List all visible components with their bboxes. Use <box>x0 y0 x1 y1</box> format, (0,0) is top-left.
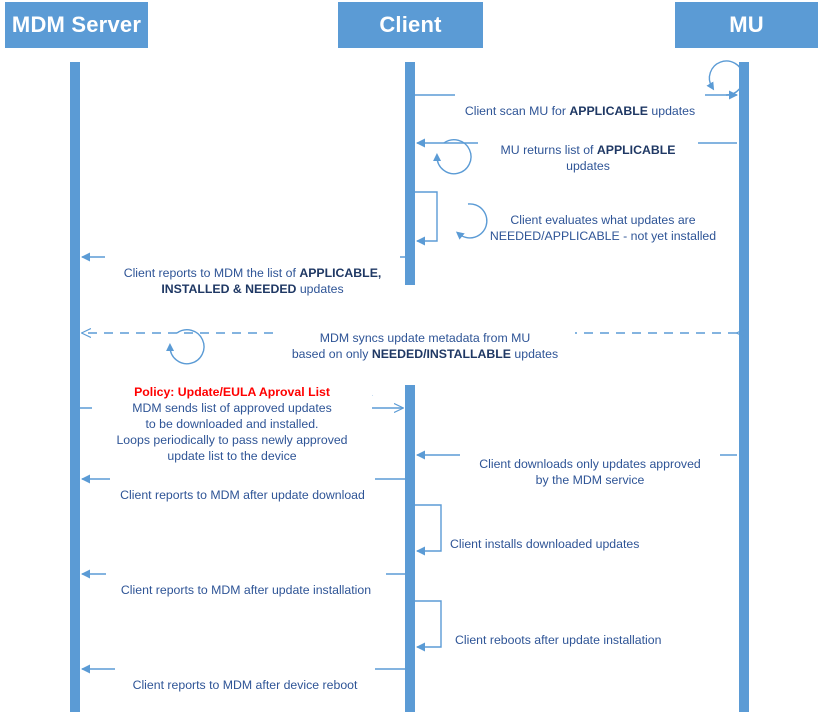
message-label-mdm-syncs: MDM syncs update metadata from MU based … <box>275 314 575 362</box>
actor-label-mu: MU <box>729 12 764 37</box>
message-label-scan-mu: Client scan MU for APPLICABLE updates <box>455 87 705 119</box>
arrow-client-evaluates <box>415 191 488 246</box>
lifeline-mdm-server <box>70 62 80 712</box>
message-label-client-installs: Client installs downloaded updates <box>450 520 690 552</box>
message-label-report-after-download: Client reports to MDM after update downl… <box>110 471 375 503</box>
message-label-client-reboots: Client reboots after update installation <box>455 616 715 648</box>
message-label-mdm-sends-approved: Policy: Update/EULA Aproval List MDM sen… <box>92 368 372 464</box>
actor-header-mu[interactable]: MU <box>675 2 818 48</box>
message-label-mu-returns: MU returns list of APPLICABLE updates <box>478 126 698 174</box>
msg-text-pre: Client reports to MDM after update downl… <box>120 488 365 502</box>
msg-text-strong: APPLICABLE <box>596 143 676 157</box>
actor-header-client[interactable]: Client <box>338 2 483 48</box>
message-label-report-after-reboot: Client reports to MDM after device reboo… <box>115 661 375 693</box>
actor-header-mdm-server[interactable]: MDM Server <box>5 2 148 48</box>
msg-text-strong: NEEDED/INSTALLABLE <box>371 347 511 361</box>
actor-label-mdm-server: MDM Server <box>11 12 142 37</box>
msg-text-pre: Client evaluates what updates are NEEDED… <box>489 213 717 243</box>
msg-text-post: updates <box>566 159 610 173</box>
msg-text-pre: Client installs downloaded updates <box>450 537 640 551</box>
arrow-client-installs <box>415 504 442 556</box>
message-label-report-after-install: Client reports to MDM after update insta… <box>106 566 386 598</box>
message-label-client-evaluates: Client evaluates what updates are NEEDED… <box>478 196 728 244</box>
msg-text-pre: Client reboots after update installation <box>455 633 662 647</box>
msg-text-strong: APPLICABLE, INSTALLED & NEEDED <box>161 266 382 296</box>
msg-text-post: updates <box>296 282 344 296</box>
msg-text-pre: Client scan MU for <box>464 104 570 118</box>
msg-text-pre: MDM syncs update metadata from MU based … <box>291 331 531 361</box>
msg-text-pre: Client reports to MDM the list of <box>123 266 300 280</box>
lifeline-client-upper <box>405 62 415 285</box>
policy-note-text: Policy: Update/EULA Aproval List <box>134 385 330 399</box>
msg-text-post: updates <box>510 347 559 361</box>
msg-text-pre: Client reports to MDM after update insta… <box>120 583 372 597</box>
msg-text-strong: APPLICABLE <box>569 104 648 118</box>
msg-text-pre: Client reports to MDM after device reboo… <box>132 678 358 692</box>
lifeline-mu <box>739 62 749 712</box>
msg-text-pre: MU returns list of <box>500 143 597 157</box>
msg-text-post: updates <box>647 104 696 118</box>
lifeline-client-lower <box>405 385 415 712</box>
arrow-client-reboots <box>415 600 442 652</box>
msg-text-pre: Client downloads only updates approved b… <box>479 457 701 487</box>
message-label-client-downloads: Client downloads only updates approved b… <box>460 440 720 488</box>
message-label-client-reports-list: Client reports to MDM the list of APPLIC… <box>105 249 400 297</box>
actor-label-client: Client <box>379 12 442 37</box>
msg-text-pre: MDM sends list of approved updates to be… <box>116 401 348 463</box>
